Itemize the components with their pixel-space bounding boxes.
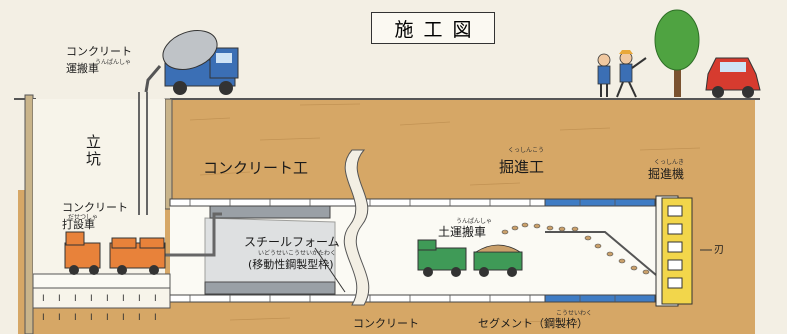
soil-truck-2 xyxy=(473,244,523,277)
ruby-concrete-pump-truck: だせつしゃ xyxy=(68,214,99,221)
shaft-wall-left xyxy=(24,94,34,334)
label-concrete-pump-truck: コンクリート 打設車 xyxy=(62,201,128,232)
label-concrete-transport-truck: コンクリート 運搬車 xyxy=(66,45,132,75)
tree xyxy=(654,9,700,97)
svg-text:I: I xyxy=(42,313,45,323)
svg-text:I: I xyxy=(154,313,157,323)
svg-text:I: I xyxy=(58,313,61,323)
steel-form-pointer xyxy=(314,247,346,293)
shaft-base xyxy=(32,287,171,309)
label-soil-transport-truck: 土運搬車 xyxy=(438,225,487,239)
svg-text:I: I xyxy=(154,294,157,304)
segment-row-bottom xyxy=(169,281,671,303)
svg-text:I: I xyxy=(122,294,125,304)
svg-text:I: I xyxy=(58,294,61,304)
svg-text:I: I xyxy=(106,294,109,304)
svg-text:I: I xyxy=(90,294,93,304)
ruby-boring-machine: くっしんき xyxy=(654,159,685,166)
pump-truck-1 xyxy=(64,231,101,275)
svg-text:I: I xyxy=(138,294,141,304)
title-text: 施工図 xyxy=(394,18,482,41)
diagram-title: 施工図 xyxy=(371,12,495,44)
label-concrete-work: コンクリート工 xyxy=(203,159,309,177)
soil-truck-1 xyxy=(417,239,467,277)
boring-machine xyxy=(655,195,712,307)
svg-text:I: I xyxy=(90,313,93,323)
svg-text:I: I xyxy=(42,294,45,304)
pump-truck-2 xyxy=(109,237,166,275)
soil-texture xyxy=(189,103,701,323)
ruby-soil-transport-truck: うんぱんしゃ xyxy=(456,218,493,225)
segment-joints xyxy=(189,199,616,302)
svg-text:I: I xyxy=(74,294,77,304)
label-steel-form: スチールフォーム xyxy=(244,235,340,249)
label-concrete-bottom: コンクリート xyxy=(353,317,419,330)
steel-form xyxy=(204,217,336,283)
red-car xyxy=(705,57,761,98)
shaft-wall-right xyxy=(164,98,173,210)
label-cutter: 刃 xyxy=(714,245,724,256)
svg-text:I: I xyxy=(106,313,109,323)
concrete-mixer-truck xyxy=(144,30,239,95)
conveyor xyxy=(545,231,663,281)
shaft-floor xyxy=(32,273,171,289)
section-break xyxy=(343,149,370,306)
label-shaft: 立 坑 xyxy=(86,133,102,169)
label-segment: セグメント（鋼製枠） xyxy=(478,317,588,330)
people xyxy=(597,50,647,98)
segment-row-top xyxy=(169,198,671,219)
ruby-segment: こうせいわく xyxy=(556,310,593,317)
svg-text:I: I xyxy=(122,313,125,323)
soil-debris xyxy=(501,222,650,275)
ruby-concrete-transport-truck: うんぱんしゃ xyxy=(95,59,132,66)
label-boring-machine: 掘進機 xyxy=(648,167,685,181)
ruby-steel-form: いどうせいこうせいかたわく xyxy=(258,250,337,257)
concrete-pipe xyxy=(150,212,222,257)
label-steel-form-sub: (移動性鋼製型枠) xyxy=(248,258,334,271)
ruby-excavation-work: くっしんこう xyxy=(508,147,545,154)
svg-text:I: I xyxy=(74,313,77,323)
svg-text:I: I xyxy=(138,313,141,323)
label-excavation-work: 掘進工 xyxy=(499,158,545,176)
